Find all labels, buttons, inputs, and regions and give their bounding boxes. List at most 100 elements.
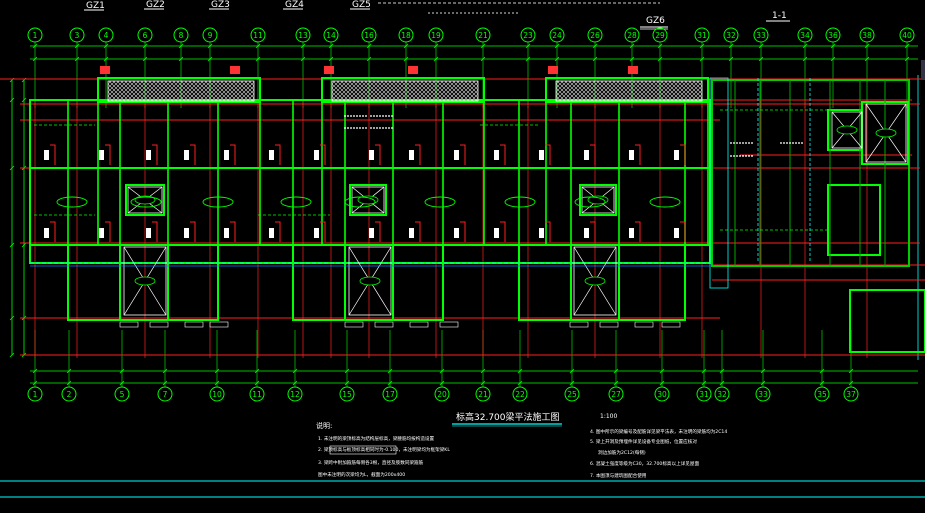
balcony-column-mark [628, 66, 638, 74]
bottom-dim-box [661, 321, 681, 328]
balcony-column-mark [548, 66, 558, 74]
column-mark [460, 144, 466, 165]
column-tag [629, 228, 634, 238]
slab-ellipse [649, 196, 681, 208]
column-mark [105, 144, 111, 165]
top-axis-label: 38 [862, 31, 872, 40]
column-tag [584, 150, 589, 160]
balcony-column-mark [408, 66, 418, 74]
top-axis-label: 28 [627, 31, 637, 40]
column-mark [500, 221, 506, 242]
bottom-dim-box [439, 321, 459, 328]
note-left-2: 2. 梁顶标高与板顶标高相同时为-0.100，未注明梁均为框架梁KL [318, 446, 450, 453]
column-mark [680, 144, 686, 165]
column-mark [635, 221, 641, 242]
bottom-axis-label: 37 [846, 390, 856, 399]
bottom-axis-label: 11 [252, 390, 262, 399]
top-axis-label: 9 [208, 31, 213, 40]
column-tag [224, 150, 229, 160]
top-axis-label: 36 [828, 31, 838, 40]
column-mark [230, 221, 236, 242]
top-axis-label: 24 [552, 31, 562, 40]
bottom-frame-lines [0, 480, 925, 498]
column-tag [99, 150, 104, 160]
note-right-1: 4. 图中所示的梁编号及配筋详见梁平法表，未注明的梁筋均为2C14 [590, 428, 727, 435]
plan-title: 标高32.700梁平法施工图 [456, 411, 560, 423]
top-axis-label: 34 [800, 31, 810, 40]
note-right-4: 6. 混凝土强度等级为C30，32.700标高以上详见屋面 [590, 460, 699, 467]
column-tag [314, 228, 319, 238]
slab-ellipse [574, 196, 606, 208]
column-tag [314, 150, 319, 160]
top-axis-label: 31 [697, 31, 707, 40]
stair-x-box [348, 246, 392, 316]
edge-marker [921, 60, 925, 80]
column-tag [184, 228, 189, 238]
bottom-axis-label: 33 [758, 390, 768, 399]
top-tag-gz3: GZ3 [211, 0, 230, 10]
column-tag [269, 228, 274, 238]
bottom-dim-box [599, 321, 619, 328]
note-left-1: 1. 未注明的梁顶标高为结构层标高，梁腰筋均按构造设置 [318, 435, 435, 442]
dim-tick [21, 97, 27, 103]
column-mark [275, 144, 281, 165]
dim-tick [9, 165, 15, 171]
top-axis-label: 40 [902, 31, 912, 40]
axis-grid-lines [34, 42, 908, 387]
column-mark [320, 144, 326, 165]
dim-tick [9, 97, 15, 103]
top-axis-label: 4 [104, 31, 109, 40]
column-mark [50, 144, 56, 165]
column-mark [275, 221, 281, 242]
column-tag [584, 228, 589, 238]
balcony-column-mark [324, 66, 334, 74]
notes-block: 说明: 1. 未注明的梁顶标高为结构层标高，梁腰筋均按构造设置 2. 梁顶标高与… [316, 421, 727, 479]
balcony-column-mark [230, 66, 240, 74]
column-tag [146, 228, 151, 238]
slab-ellipse [344, 196, 376, 208]
bottom-axis-label: 17 [385, 390, 395, 399]
cyan-dashed-lines [30, 77, 811, 289]
column-tag [629, 150, 634, 160]
dim-tick [21, 242, 27, 248]
top-axis-label: 26 [590, 31, 600, 40]
stair-x-box [831, 111, 863, 149]
column-mark [635, 144, 641, 165]
bottom-axis-label: 12 [290, 390, 300, 399]
notes-heading: 说明: [316, 421, 332, 430]
top-tag-group: GZ1 GZ2 GZ3 GZ4 GZ5 GZ6 1-1 [84, 0, 790, 30]
bottom-axis-label: 10 [212, 390, 222, 399]
column-mark [190, 221, 196, 242]
column-mark [545, 144, 551, 165]
column-tag [99, 228, 104, 238]
bottom-dim-box [634, 321, 654, 328]
slab-ellipse [130, 196, 162, 208]
bottom-axis-label: 1 [33, 390, 38, 399]
column-mark [190, 144, 196, 165]
column-tag [454, 228, 459, 238]
top-axis-label: 3 [75, 31, 80, 40]
note-left-3: 3. 梁跨中附加箍筋每侧各3根，直径及肢数同梁箍筋 [318, 459, 424, 466]
wall-column-lines [67, 80, 886, 266]
stair-x-box [123, 246, 167, 316]
column-tag [44, 228, 49, 238]
note-right-3: 洞边加筋为2C12(每侧) [598, 449, 646, 456]
top-axis-label: 33 [756, 31, 766, 40]
column-mark [152, 221, 158, 242]
column-mark [375, 144, 381, 165]
bottom-axis-label: 35 [817, 390, 827, 399]
column-mark [105, 221, 111, 242]
slab-ellipse-labels [56, 196, 681, 208]
dim-tick [9, 352, 15, 358]
note-left-4: 图中未注明的次梁均为L，截面为200x400 [318, 471, 405, 478]
bottom-axis-label: 2 [67, 390, 72, 399]
top-axis-label: 14 [326, 31, 336, 40]
bottom-axis-label: 31 [699, 390, 709, 399]
top-axis-label: 19 [431, 31, 441, 40]
top-axis-label: 29 [655, 31, 665, 40]
column-marks [34, 66, 840, 328]
plan-scale: 1:100 [600, 413, 617, 420]
